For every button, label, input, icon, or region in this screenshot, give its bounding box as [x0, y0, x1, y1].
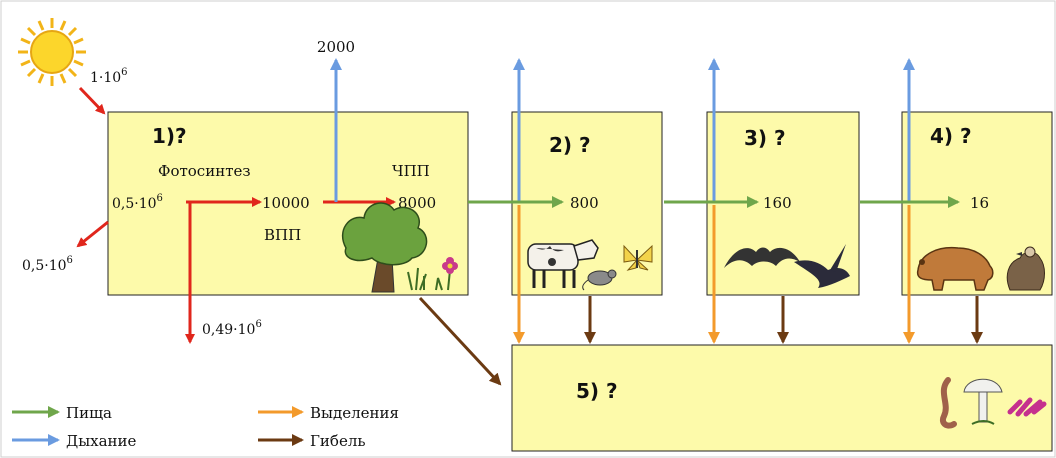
- decomposers-question: 5) ?: [576, 379, 618, 403]
- grass-icon: [407, 267, 427, 291]
- sun-icon: [18, 18, 86, 86]
- gpp-value: 10000: [262, 194, 310, 212]
- vulture-icon: [1006, 246, 1045, 291]
- producers-question: 1)?: [152, 124, 187, 148]
- mushroom-icon: [963, 378, 1003, 425]
- respiration-value: 2000: [317, 38, 355, 56]
- worm-icon: [940, 377, 957, 429]
- legend-death-label: Гибель: [310, 432, 366, 450]
- photosynthesis-label: Фотосинтез: [158, 162, 251, 180]
- mouse-icon: [582, 269, 617, 291]
- reflected-energy-arrow: [76, 220, 109, 248]
- npp-label: ЧПП: [392, 162, 430, 180]
- level2-question: 2) ?: [549, 133, 591, 157]
- swallow-icon: [794, 244, 850, 288]
- level3-question: 3) ?: [744, 126, 786, 150]
- cow-icon: [527, 239, 599, 288]
- level4-value: 16: [970, 194, 989, 212]
- reflected-energy-label: 0,5·106: [22, 255, 73, 274]
- legend-excretion-label: Выделения: [310, 404, 399, 422]
- input-energy-arrow: [78, 86, 106, 115]
- bear-icon: [916, 246, 994, 291]
- death-arrow-producers: [418, 296, 502, 386]
- tree-icon: [341, 202, 428, 293]
- level2-value: 800: [570, 194, 599, 212]
- gpp-label: ВПП: [264, 226, 301, 244]
- level3-value: 160: [763, 194, 792, 212]
- heat-loss-label: 0,49·106: [202, 319, 262, 338]
- flower-icon: [435, 257, 458, 291]
- absorbed-energy-label: 0,5·106: [112, 193, 163, 212]
- level4-question: 4) ?: [930, 124, 972, 148]
- bacteria-icon: [1007, 397, 1047, 417]
- legend-respiration-label: Дыхание: [66, 432, 137, 450]
- input-energy-label: 1·106: [90, 67, 128, 86]
- legend-food-label: Пища: [66, 404, 112, 422]
- butterfly-icon: [623, 244, 653, 271]
- producers-box: [107, 111, 469, 296]
- bat-icon: [724, 247, 800, 268]
- legend: Пища Дыхание Выделения Гибель: [12, 404, 399, 450]
- decomposers-box: [511, 344, 1053, 452]
